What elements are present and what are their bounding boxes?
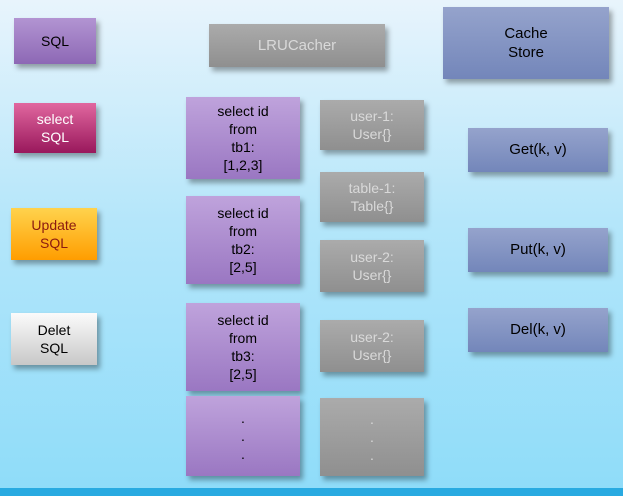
node-delet-sql: Delet SQL [11, 313, 97, 365]
node-cache-user-2a: user-2: User{} [320, 240, 424, 292]
node-sql: SQL [14, 18, 96, 64]
node-update-sql: Update SQL [11, 208, 97, 260]
node-cache-store: Cache Store [443, 7, 609, 79]
node-cache-user-2b: user-2: User{} [320, 320, 424, 372]
node-cache-ellipsis: . . . [320, 398, 424, 476]
bottom-accent-bar [0, 488, 623, 496]
node-lrucacher: LRUCacher [209, 24, 385, 67]
node-query-tb3: select id from tb3: [2,5] [186, 303, 300, 391]
node-select-sql: select SQL [14, 103, 96, 153]
node-query-ellipsis: . . . [186, 396, 300, 476]
node-cache-user-1: user-1: User{} [320, 100, 424, 150]
node-cache-table-1: table-1: Table{} [320, 172, 424, 222]
node-query-tb2: select id from tb2: [2,5] [186, 196, 300, 284]
node-op-put: Put(k, v) [468, 228, 608, 272]
node-op-get: Get(k, v) [468, 128, 608, 172]
node-query-tb1: select id from tb1: [1,2,3] [186, 97, 300, 179]
node-op-del: Del(k, v) [468, 308, 608, 352]
